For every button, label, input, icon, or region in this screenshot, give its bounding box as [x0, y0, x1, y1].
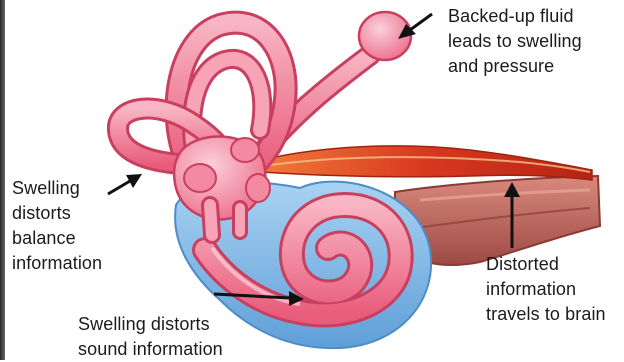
arrow-balance	[108, 174, 142, 194]
label-backed-up-fluid: Backed-up fluid leads to swelling and pr…	[448, 4, 582, 79]
label-distorted-information: Distorted information travels to brain	[486, 252, 606, 327]
label-sound-information: Swelling distorts sound information	[78, 312, 223, 362]
label-balance-information: Swelling distorts balance information	[12, 176, 102, 276]
auditory-nerve	[262, 146, 592, 180]
